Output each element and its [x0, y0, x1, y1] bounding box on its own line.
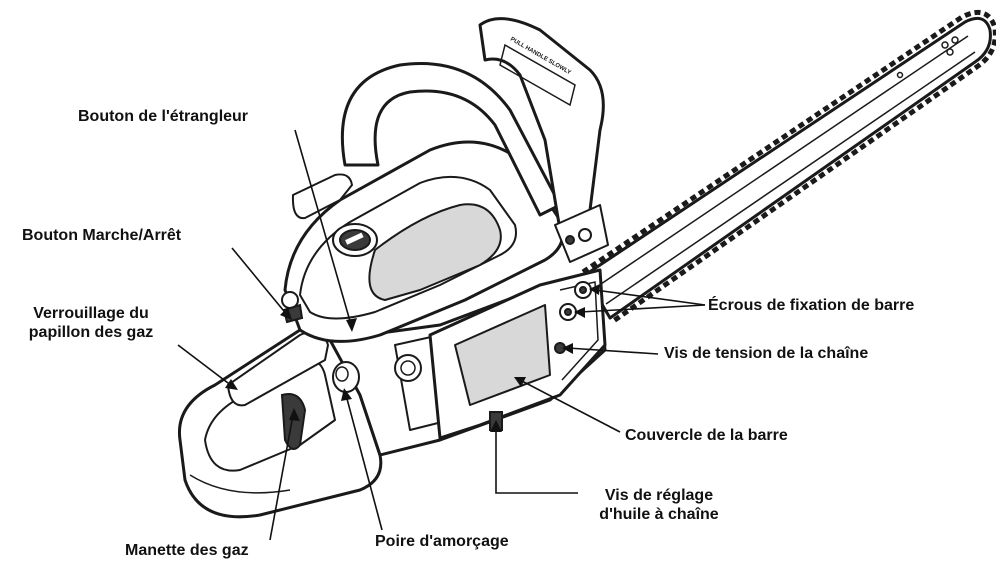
throttle-trigger — [280, 393, 307, 450]
label-throttle-lockout: Verrouillage du papillon des gaz — [6, 304, 176, 342]
guide-bar — [583, 16, 992, 320]
label-oil-adjust-line2: d'huile à chaîne — [599, 506, 719, 523]
leader-tension — [567, 347, 659, 355]
leader-bar-nuts-2 — [579, 304, 706, 313]
label-bar-nuts: Écrous de fixation de barre — [708, 297, 915, 314]
leader-lines — [177, 129, 706, 541]
label-throttle-lockout-line1: Verrouillage du — [33, 305, 149, 322]
leader-bar-cover — [519, 379, 621, 433]
primer-bulb — [332, 361, 360, 393]
label-oil-adjust-screw: Vis de réglage d'huile à chaîne — [584, 486, 734, 524]
label-primer-bulb: Poire d'amorçage — [375, 533, 509, 550]
label-choke-knob: Bouton de l'étrangleur — [78, 108, 249, 125]
label-throttle-lockout-line2: papillon des gaz — [28, 324, 154, 341]
saw-chain — [581, 9, 996, 325]
label-bar-cover: Couvercle de la barre — [625, 427, 788, 444]
leader-throttle-lockout — [177, 344, 233, 387]
leader-choke — [294, 129, 353, 329]
cover-knob — [332, 223, 378, 257]
label-oil-adjust-line1: Vis de réglage — [604, 487, 714, 504]
bar-nuts — [559, 281, 592, 321]
leader-throttle-trigger — [269, 414, 294, 541]
leader-bar-nuts-1 — [594, 289, 706, 306]
leader-oil-adjust — [495, 428, 578, 494]
top-cover — [281, 140, 565, 343]
label-throttle-trigger: Manette des gaz — [125, 542, 249, 559]
leader-primer — [345, 394, 383, 531]
rear-handle — [177, 325, 383, 519]
label-on-off-switch: Bouton Marche/Arrêt — [22, 227, 182, 244]
sprocket-area — [554, 204, 609, 263]
choke-knob — [291, 173, 353, 220]
label-chain-tension-screw: Vis de tension de la chaîne — [664, 345, 869, 362]
leader-on-off — [231, 247, 289, 317]
starter-housing: PULL HANDLE SLOWLY — [478, 17, 605, 232]
